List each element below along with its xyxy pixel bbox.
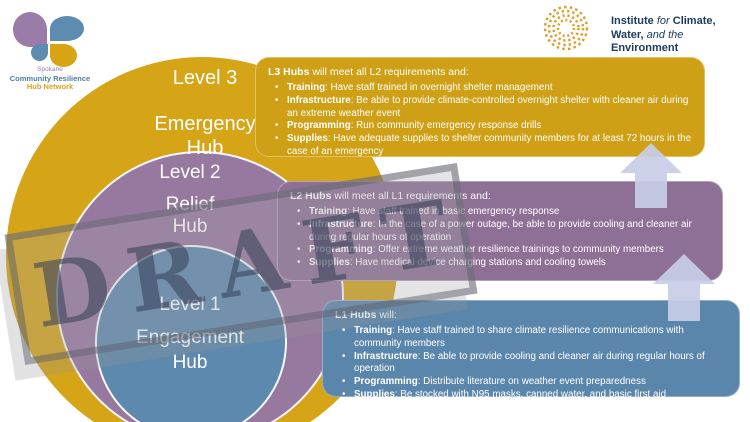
l1-requirements-box: L1 Hubs will: Training: Have staff train…	[322, 300, 740, 402]
bullet-item: Infrastructure: In the case of a power o…	[293, 219, 710, 245]
bullet-item: Training: Have staff trained in overnigh…	[271, 82, 692, 95]
institute-logo-text: Institute for Climate, Water, and the En…	[611, 15, 716, 54]
up-arrow-icon	[620, 143, 682, 208]
level2-hub-name-2: Hub	[172, 216, 208, 237]
level3-title: Level 3	[172, 67, 238, 89]
level1-label: Level 1 Engagement Hub	[103, 292, 277, 375]
level3-hub-name-2: Hub	[186, 137, 224, 159]
spokane-logo-text: Spokane Community Resilience Hub Network	[9, 66, 91, 91]
bullet-item: Supplies: Have medical device charging s…	[293, 257, 710, 270]
bullet-item: Infrastructure: Be able to provide cooli…	[338, 351, 727, 377]
logo-petal-icon	[50, 16, 84, 41]
level3-label: Level 3 Emergency Hub	[125, 66, 285, 160]
bullet-item: Training: Have staff trained in basic em…	[293, 206, 710, 219]
level3-hub-name: Emergency	[154, 113, 256, 135]
level1-hub-name: Engagement	[136, 327, 244, 348]
bullet-item: Supplies: Have adequate supplies to shel…	[271, 133, 692, 159]
spokane-logo: Spokane Community Resilience Hub Network	[0, 0, 100, 96]
sunburst-icon	[543, 5, 589, 51]
level2-title: Level 2	[159, 162, 221, 183]
level2-label: Level 2 Relief Hub	[115, 162, 265, 238]
level2-hub-name: Relief	[165, 194, 215, 215]
level1-title: Level 1	[159, 294, 221, 315]
bullet-item: Programming: Distribute literature on we…	[338, 376, 727, 389]
up-arrow-icon	[653, 254, 715, 321]
logo-petal-icon	[13, 12, 47, 47]
l2-box-title: L2 Hubs will meet all L1 requirements an…	[290, 190, 491, 202]
l1-box-title: L1 Hubs will:	[335, 309, 397, 321]
bullet-item: Supplies: Be stocked with N95 masks, can…	[338, 389, 727, 402]
institute-logo: Institute for Climate, Water, and the En…	[543, 5, 748, 54]
logo-petal-icon	[50, 44, 77, 67]
l3-box-title: L3 Hubs will meet all L2 requirements an…	[268, 66, 469, 78]
level1-hub-name-2: Hub	[172, 352, 208, 373]
bullet-item: Infrastructure: Be able to provide clima…	[271, 95, 692, 121]
bullet-item: Programming: Run community emergency res…	[271, 120, 692, 133]
bullet-item: Programming: Offer extreme weather resil…	[293, 244, 710, 257]
logo-petal-icon	[31, 44, 48, 61]
bullet-item: Training: Have staff trained to share cl…	[338, 325, 727, 351]
l3-requirements-box: L3 Hubs will meet all L2 requirements an…	[255, 57, 705, 157]
level1-circle	[95, 245, 287, 422]
